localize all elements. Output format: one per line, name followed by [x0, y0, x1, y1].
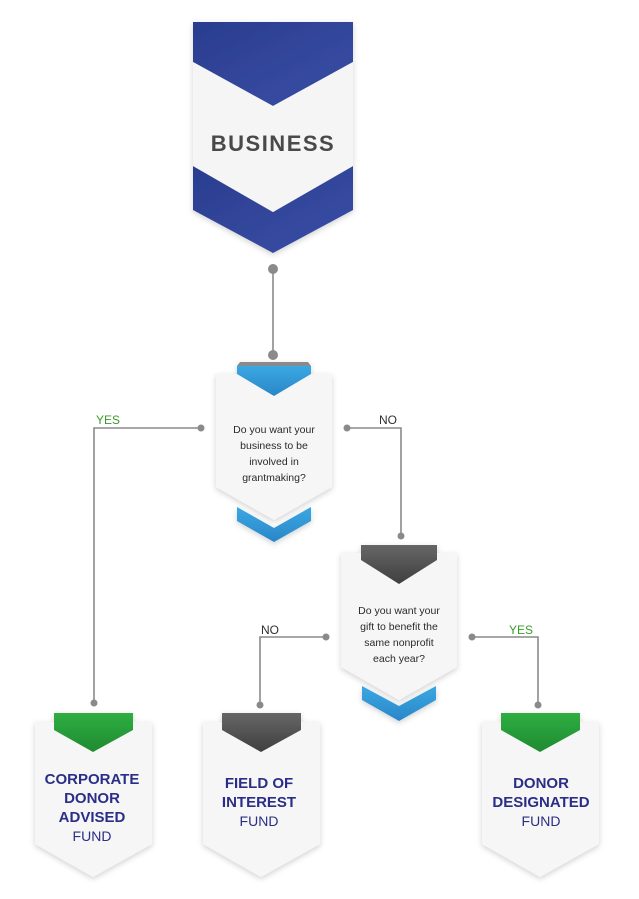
- connector-dot: [397, 532, 405, 540]
- connector-dots: [90, 264, 542, 709]
- connector-dot: [197, 424, 205, 432]
- q2-line: gift to benefit the: [360, 621, 438, 633]
- q1-top-chevron: [237, 366, 311, 396]
- outcome-subtitle: FUND: [240, 813, 279, 829]
- connector-q1-yes: [93, 427, 201, 703]
- connector-dot: [268, 350, 278, 360]
- q1-line: involved in: [249, 456, 299, 468]
- outcome-field-of-interest-fund: FIELD OF INTEREST FUND: [203, 713, 320, 877]
- outcome-chevron-green: [501, 713, 580, 752]
- start-banner-mid-white: [193, 106, 353, 212]
- outcome-corporate-donor-advised-fund: CORPORATE DONOR ADVISED FUND: [35, 713, 152, 877]
- outcome-chevron-gray: [222, 713, 301, 752]
- outcome-title-line: CORPORATE: [45, 771, 140, 788]
- edge-label-q2-no: NO: [261, 623, 279, 637]
- connector-dot: [468, 633, 476, 641]
- connectors: [93, 270, 539, 705]
- connector-dot: [268, 264, 278, 274]
- outcome-card: [35, 722, 152, 877]
- outcome-chevron-green: [54, 713, 133, 752]
- connector-dot: [322, 633, 330, 641]
- q2-line: each year?: [373, 653, 425, 665]
- start-title: BUSINESS: [211, 131, 335, 156]
- connector-q2-yes: [472, 636, 539, 705]
- start-node-business: BUSINESS: [193, 22, 353, 253]
- decision-node-q1: Do you want your business to be involved…: [216, 362, 332, 542]
- outcome-donor-designated-fund: DONOR DESIGNATED FUND: [482, 713, 599, 877]
- outcome-subtitle: FUND: [522, 813, 561, 829]
- decision-node-q2: Do you want your gift to benefit the sam…: [341, 545, 457, 721]
- q1-line: grantmaking?: [242, 472, 306, 484]
- connector-dot: [343, 424, 351, 432]
- q1-card: [216, 374, 332, 520]
- connector-q1-no: [347, 427, 402, 536]
- q2-top-chevron: [361, 545, 437, 584]
- connector-dot: [534, 701, 542, 709]
- outcome-title-line: INTEREST: [222, 794, 296, 811]
- edge-label-q1-yes: YES: [96, 413, 120, 427]
- q1-line: business to be: [240, 440, 308, 452]
- edge-label-q2-yes: YES: [509, 623, 533, 637]
- start-banner-bottom: [193, 166, 353, 253]
- q2-line: same nonprofit: [364, 637, 434, 649]
- q2-line: Do you want your: [358, 605, 440, 617]
- edge-label-q1-no: NO: [379, 413, 397, 427]
- outcome-title-line: DESIGNATED: [492, 794, 589, 811]
- outcome-title-line: ADVISED: [59, 809, 126, 826]
- outcome-title-line: DONOR: [64, 790, 120, 807]
- q1-top-chevron-notch: [237, 362, 311, 366]
- q2-bottom-chevron: [362, 686, 436, 721]
- connector-dot: [256, 701, 264, 709]
- outcome-title-line: DONOR: [513, 775, 569, 792]
- outcome-subtitle: FUND: [73, 828, 112, 844]
- connector-dot: [90, 699, 98, 707]
- outcome-card: [203, 722, 320, 877]
- outcome-title-line: FIELD OF: [225, 775, 293, 792]
- q1-bottom-chevron: [237, 507, 311, 542]
- outcome-card: [482, 722, 599, 877]
- start-banner-top: [193, 22, 353, 106]
- q1-line: Do you want your: [233, 424, 315, 436]
- q2-card: [341, 553, 457, 700]
- connector-q2-no: [259, 636, 326, 705]
